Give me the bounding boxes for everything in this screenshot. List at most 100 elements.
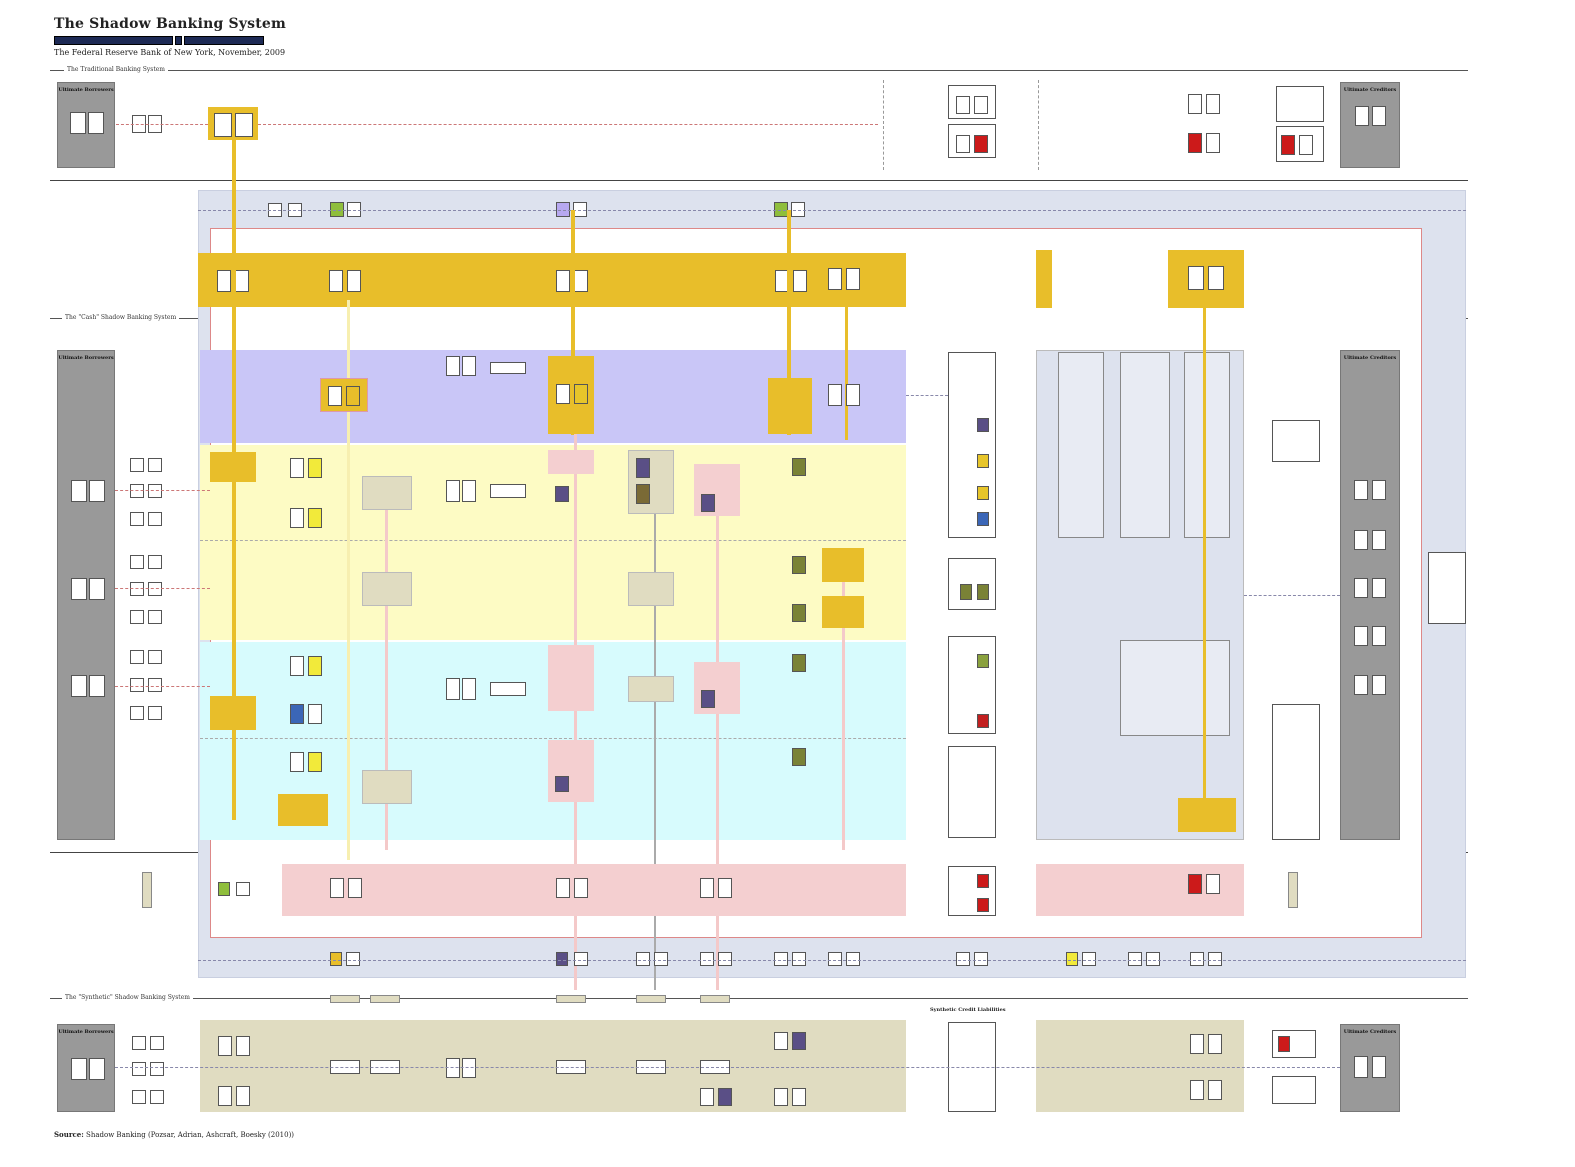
node-box — [218, 1036, 232, 1056]
olive-box — [792, 556, 806, 574]
creditor-box — [1354, 530, 1368, 550]
khaki-cluster — [628, 572, 674, 606]
traditional-ultimate-borrowers: Ultimate Borrowers — [57, 82, 115, 168]
cash-ultimate-creditors: Ultimate Creditors — [1340, 350, 1400, 840]
gold-node-box — [793, 270, 807, 292]
node-box — [654, 952, 668, 966]
gold-vertical-node — [1036, 250, 1052, 308]
flow-line — [198, 960, 1466, 961]
label-box — [490, 484, 526, 498]
node-box — [792, 952, 806, 966]
title-link-bar[interactable] — [54, 36, 264, 45]
creditor-box — [1372, 480, 1386, 500]
title-link[interactable] — [184, 36, 264, 45]
dealer-column — [1184, 352, 1230, 538]
gold-node — [210, 452, 256, 482]
red-node-box — [1278, 1036, 1290, 1052]
balance-box — [148, 706, 162, 720]
borrower-box — [89, 1058, 105, 1080]
creditor-box — [1354, 626, 1368, 646]
balance-box — [150, 1090, 164, 1104]
green-node — [218, 882, 230, 896]
borrower-box — [89, 675, 105, 697]
balance-box — [148, 555, 162, 569]
khaki-node — [362, 770, 412, 804]
pale-pipe — [347, 300, 350, 860]
red-square — [977, 874, 989, 888]
olive-square — [977, 584, 989, 600]
balance-box — [150, 1036, 164, 1050]
node-box — [330, 878, 344, 898]
small-node — [791, 202, 805, 217]
cash-section-label: The "Cash" Shadow Banking System — [62, 314, 180, 321]
red-square — [977, 898, 989, 912]
node-box — [462, 1058, 476, 1078]
node-box — [1190, 1034, 1204, 1054]
node-box — [1190, 952, 1204, 966]
yellow-node-box — [308, 458, 322, 478]
column-label: Ultimate Borrowers — [58, 87, 114, 93]
node-box — [774, 952, 788, 966]
node-box — [290, 508, 304, 528]
ltinv-red — [1281, 135, 1295, 155]
household-red-box — [1188, 133, 1202, 153]
creditor-node — [1272, 1076, 1316, 1104]
node-box — [792, 1088, 806, 1106]
connector-chip — [700, 995, 730, 1003]
mm-liability — [974, 96, 988, 114]
creditor-box — [1372, 578, 1386, 598]
balance-box — [150, 1062, 164, 1076]
balance-box — [130, 555, 144, 569]
mmf-column — [1058, 352, 1104, 538]
pink-lower-band — [282, 864, 906, 916]
gold-node-box — [556, 270, 570, 292]
yellow-node-box — [308, 752, 322, 772]
balance-box — [148, 484, 162, 498]
borrower-box — [71, 480, 87, 502]
pink-pipe — [716, 470, 719, 990]
node-box — [290, 656, 304, 676]
column-label: Ultimate Borrowers — [58, 1029, 114, 1035]
node-box — [774, 1032, 788, 1050]
bank-asset-box — [214, 113, 232, 137]
node-box — [700, 878, 714, 898]
blue-node-box — [290, 704, 304, 724]
khaki-cluster — [628, 676, 674, 702]
synthetic-section-label: The "Synthetic" Shadow Banking System — [62, 994, 193, 1001]
gold-cluster — [768, 378, 812, 434]
node-box — [556, 878, 570, 898]
node-box — [556, 384, 570, 404]
purple-box — [555, 486, 569, 502]
balance-box — [130, 678, 144, 692]
creditor-box — [1354, 578, 1368, 598]
olive-box — [792, 458, 806, 476]
bank-liability-box — [235, 113, 253, 137]
connector-chip — [370, 995, 400, 1003]
source-note: Source: Shadow Banking (Pozsar, Adrian, … — [54, 1130, 294, 1139]
creditor-box — [1354, 675, 1368, 695]
borrower-asset-box — [70, 112, 86, 134]
balance-box — [130, 484, 144, 498]
pink-cluster — [548, 450, 594, 474]
flow-line — [258, 124, 878, 125]
node-box — [308, 704, 322, 724]
purple-node-box — [792, 1032, 806, 1050]
olive-box — [792, 654, 806, 672]
column-label: Ultimate Creditors — [1343, 355, 1397, 361]
creditor-box — [1372, 675, 1386, 695]
borrower-box — [71, 675, 87, 697]
gold-node-box — [217, 270, 231, 292]
borrower-box — [89, 578, 105, 600]
flow-line — [1244, 595, 1340, 596]
yellow-square — [977, 486, 989, 500]
page-subtitle: The Federal Reserve Bank of New York, No… — [54, 48, 286, 57]
title-link[interactable] — [54, 36, 173, 45]
node-box — [974, 952, 988, 966]
borrower-box — [71, 1058, 87, 1080]
creditor-liability-box — [1372, 106, 1386, 126]
fed-asset — [1188, 266, 1204, 290]
node-box — [446, 1058, 460, 1078]
balance-box — [132, 1062, 146, 1076]
node-box — [828, 384, 842, 406]
balance-box — [130, 458, 144, 472]
